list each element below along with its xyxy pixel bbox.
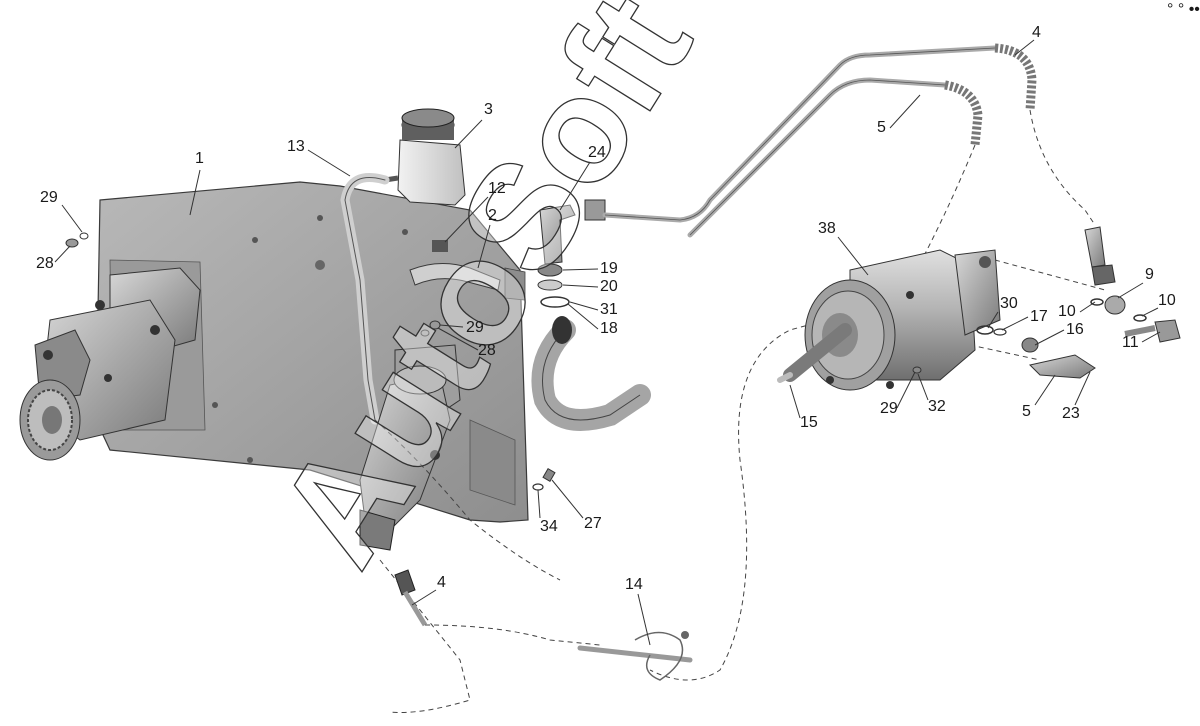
callout-leader-c13 bbox=[307, 149, 351, 177]
callout-leader-c4b bbox=[411, 589, 437, 606]
callout-label-c10b: 10 bbox=[1158, 292, 1176, 309]
callout-leader-c29b bbox=[439, 324, 464, 328]
callout-leader-c34 bbox=[537, 489, 541, 519]
callout-label-c24: 24 bbox=[588, 144, 606, 161]
callout-leader-c10b bbox=[1141, 307, 1159, 317]
callout-leader-c31 bbox=[569, 301, 599, 311]
callout-leader-c15 bbox=[789, 384, 801, 419]
callout-label-c11: 11 bbox=[1122, 334, 1139, 351]
callout-label-c9: 9 bbox=[1145, 266, 1154, 283]
callout-leader-c11 bbox=[1141, 331, 1161, 343]
callout-label-c14: 14 bbox=[625, 576, 643, 593]
callout-leader-c19 bbox=[562, 268, 599, 271]
callout-leader-c5a bbox=[889, 94, 921, 129]
callout-leader-c10a bbox=[1079, 301, 1096, 313]
callout-label-c12: 12 bbox=[488, 180, 506, 197]
callout-label-c17: 17 bbox=[1030, 308, 1048, 325]
washers bbox=[537, 263, 570, 308]
callout-leader-c20 bbox=[562, 284, 599, 288]
callout-label-c18: 18 bbox=[600, 320, 618, 337]
return-hose bbox=[531, 319, 651, 431]
callout-leader-c12 bbox=[444, 196, 489, 243]
callout-leader-c29a bbox=[61, 204, 83, 233]
callout-leader-c23 bbox=[1074, 371, 1091, 406]
callout-label-c29c: 29 bbox=[880, 400, 898, 417]
callout-label-c4b: 4 bbox=[437, 574, 446, 591]
elbow-fitting bbox=[539, 199, 606, 265]
callout-label-c31: 31 bbox=[600, 301, 618, 318]
callout-leader-c17 bbox=[1001, 316, 1029, 331]
callout-leader-c3 bbox=[454, 119, 483, 149]
clutch-booster bbox=[777, 249, 1001, 391]
callout-layer: 1234455910101112131415161718192023242728… bbox=[36, 24, 1176, 646]
callout-leader-c38 bbox=[837, 236, 869, 276]
callout-label-c38: 38 bbox=[818, 220, 836, 237]
callout-leader-c32 bbox=[917, 373, 929, 401]
callout-label-c5b: 5 bbox=[1022, 403, 1031, 420]
callout-leader-c5b bbox=[1034, 374, 1056, 406]
lower-fitting bbox=[394, 569, 428, 627]
callout-label-c19: 19 bbox=[600, 260, 618, 277]
callout-leader-c28b bbox=[437, 327, 479, 351]
callout-leader-c14 bbox=[637, 593, 651, 646]
callout-label-c1: 1 bbox=[195, 150, 204, 167]
callout-label-c5a: 5 bbox=[877, 119, 886, 136]
callout-leader-c1 bbox=[189, 169, 201, 216]
callout-leader-c9 bbox=[1117, 282, 1144, 299]
callout-label-c2: 2 bbox=[488, 207, 497, 224]
callout-leader-c18 bbox=[567, 303, 599, 330]
callout-label-c20: 20 bbox=[600, 278, 618, 295]
flexible-hoses bbox=[944, 43, 1037, 146]
callout-label-c13: 13 bbox=[287, 138, 305, 155]
callout-leader-c2 bbox=[477, 224, 491, 269]
callout-label-c29a: 29 bbox=[40, 189, 58, 206]
hydraulic-pump bbox=[19, 267, 201, 461]
callout-label-c30: 30 bbox=[1000, 295, 1018, 312]
fluid-reservoir bbox=[384, 108, 466, 206]
callout-leader-c27 bbox=[551, 479, 584, 519]
callout-label-c34: 34 bbox=[540, 518, 558, 535]
master-cylinder bbox=[359, 344, 461, 551]
callout-label-c29b: 29 bbox=[466, 319, 484, 336]
callout-label-c28a: 28 bbox=[36, 255, 54, 272]
callout-label-c28b: 28 bbox=[478, 342, 496, 359]
callout-label-c10a: 10 bbox=[1058, 303, 1076, 320]
callout-label-c16: 16 bbox=[1066, 321, 1084, 338]
cable-assembly bbox=[577, 631, 693, 681]
callout-leader-c16 bbox=[1034, 329, 1065, 346]
fittings-right bbox=[976, 226, 1181, 379]
corner-mark: ° ° •• bbox=[1167, 1, 1200, 18]
callout-leader-c28a bbox=[54, 245, 71, 263]
callout-label-c15: 15 bbox=[800, 414, 818, 431]
callout-leader-c24 bbox=[559, 161, 591, 211]
callout-leader-c29c bbox=[896, 371, 916, 409]
callout-leader-c4a bbox=[1014, 39, 1035, 56]
callout-leader-c30 bbox=[987, 311, 999, 329]
brake-pipes bbox=[602, 45, 998, 238]
callout-label-c32: 32 bbox=[928, 398, 946, 415]
callout-label-c4a: 4 bbox=[1032, 24, 1041, 41]
callout-label-c3: 3 bbox=[484, 101, 493, 118]
callout-label-c23: 23 bbox=[1062, 405, 1080, 422]
callout-label-c27: 27 bbox=[584, 515, 602, 532]
hose-clamp bbox=[409, 240, 501, 291]
